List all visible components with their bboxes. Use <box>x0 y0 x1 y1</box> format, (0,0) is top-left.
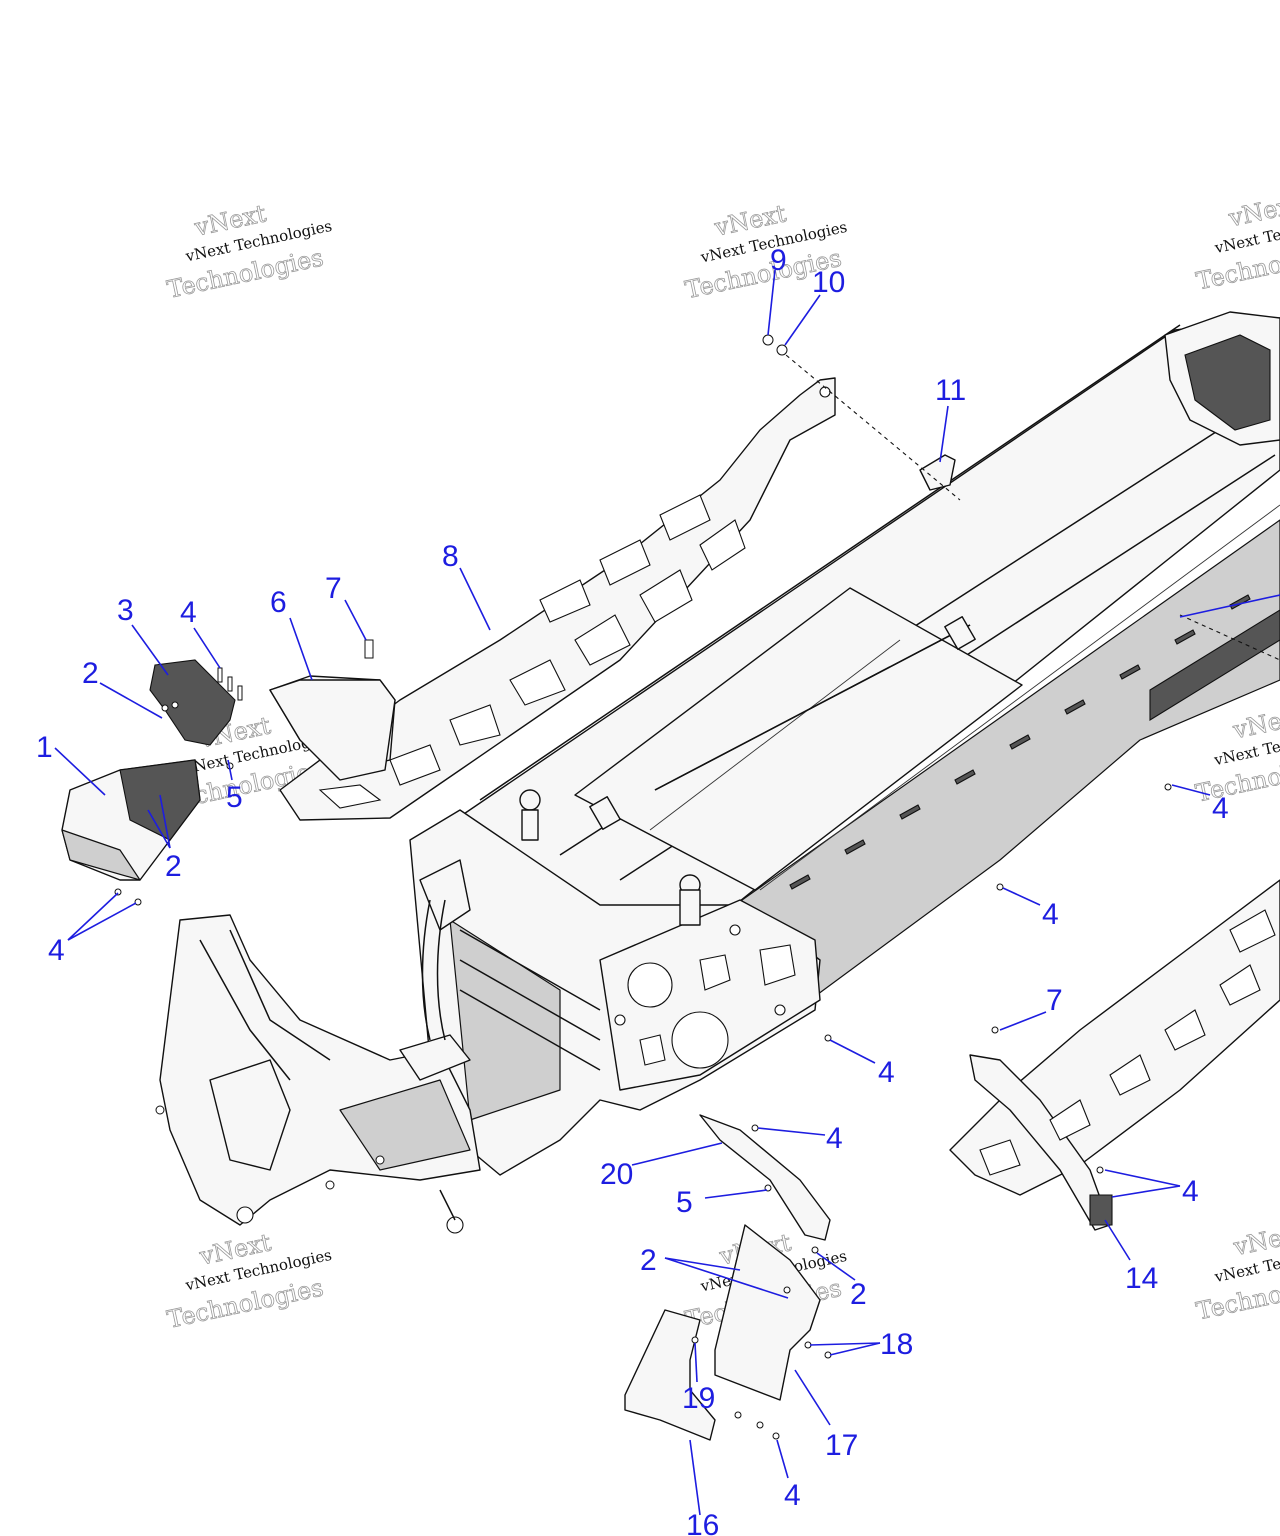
bracket-part-6 <box>269 679 396 781</box>
leader-lines <box>54 269 1280 1516</box>
callout-16: 16 <box>686 1509 719 1536</box>
callout-19: 19 <box>682 1382 715 1415</box>
callout-5: 5 <box>676 1186 693 1219</box>
callout-17: 17 <box>825 1429 858 1462</box>
callout-2: 2 <box>165 850 182 883</box>
watermark-bottom-right: vNext vNext Technologies Technologies <box>1193 1218 1280 1325</box>
callout-4: 4 <box>878 1056 895 1089</box>
bulkhead <box>409 789 821 1176</box>
alignment-line-right <box>1179 614 1280 661</box>
callout-4: 4 <box>1042 898 1059 931</box>
callout-1: 1 <box>36 731 53 764</box>
panel-part-17 <box>714 1224 821 1401</box>
callout-4: 4 <box>1212 792 1229 825</box>
callout-4: 4 <box>48 934 65 967</box>
front-frame <box>155 859 481 1234</box>
callout-7: 7 <box>325 572 342 605</box>
plate-part-20 <box>699 1114 831 1241</box>
callout-6: 6 <box>270 586 287 619</box>
plate-part-11 <box>919 454 956 491</box>
tunnel-slots <box>789 594 1280 890</box>
callout-10: 10 <box>812 266 845 299</box>
callout-14: 14 <box>1125 1262 1158 1295</box>
callout-20: 20 <box>600 1158 633 1191</box>
watermark-bottom-left: vNext vNext Technologies Technologies <box>164 1228 333 1334</box>
running-board-right <box>949 879 1280 1231</box>
callout-4: 4 <box>826 1122 843 1155</box>
callout-2: 2 <box>850 1278 867 1311</box>
callout-2: 2 <box>640 1244 657 1277</box>
panel-part-16 <box>624 1309 716 1441</box>
callout-18: 18 <box>880 1328 913 1361</box>
alignment-line <box>779 349 961 501</box>
bracket-part-3 <box>149 659 236 746</box>
callout-3: 3 <box>117 594 134 627</box>
watermark-top-left: vNext vNext Technologies Technologies <box>164 199 333 304</box>
callout-11: 11 <box>935 374 966 407</box>
callout-4: 4 <box>784 1479 801 1512</box>
callout-2: 2 <box>82 657 99 690</box>
watermark-top-right: vNext vNext Technologies Technologies <box>1193 190 1280 296</box>
callout-5: 5 <box>226 781 243 814</box>
panel-part-1 <box>61 759 201 881</box>
callout-9: 9 <box>770 244 787 277</box>
callout-labels: 1 2 2 2 2 3 4 4 4 4 4 4 4 4 5 5 6 7 7 8 … <box>36 244 1229 1536</box>
callout-8: 8 <box>442 540 459 573</box>
callout-7: 7 <box>1046 984 1063 1017</box>
callout-4: 4 <box>180 596 197 629</box>
callout-4: 4 <box>1182 1175 1199 1208</box>
